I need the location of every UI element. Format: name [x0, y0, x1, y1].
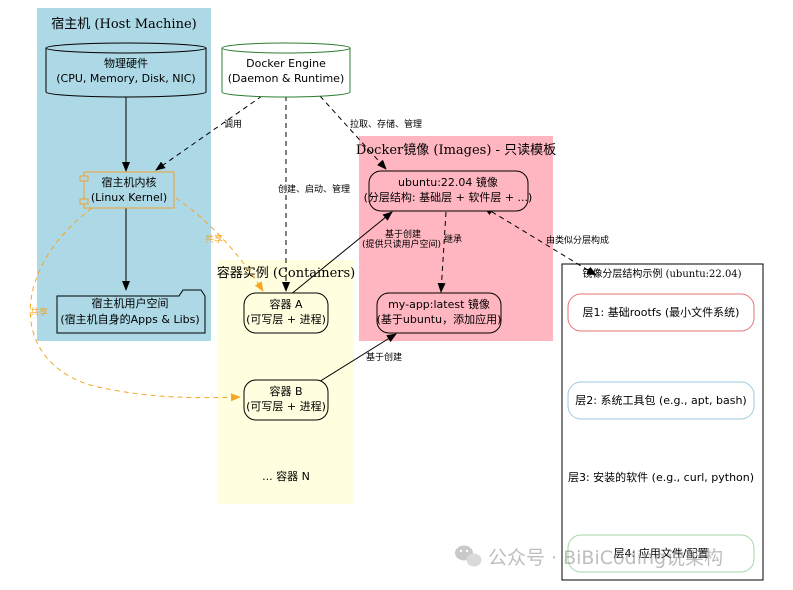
images-cluster-title: Docker镜像 (Images) - 只读模板 [356, 143, 556, 158]
edge-label-call: 调用 [224, 119, 242, 130]
docker-engine-node: Docker Engine (Daemon & Runtime) [221, 42, 351, 98]
edge-containerb-myapp [313, 333, 397, 386]
kernel-label: 宿主机内核 [102, 175, 157, 189]
edge-label-based-create: 基于创建 [385, 228, 421, 240]
container-n-label: ... 容器 N [262, 469, 310, 483]
container-b-detail: (可写层 + 进程) [246, 400, 326, 413]
edge-label-based-create-sub: (提供只读用户空间) [362, 238, 441, 250]
layer-2-node: 层2: 系统工具包 (e.g., apt, bash) [567, 381, 755, 420]
ubuntu-image-detail: (分层结构: 基础层 + 软件层 + ...) [364, 190, 533, 204]
layer-4-node: 层4: 应用文件/配置 [567, 534, 755, 573]
container-a-label: 容器 A [269, 297, 302, 311]
docker-engine-label: Docker Engine [246, 57, 326, 70]
myapp-image-label: my-app:latest 镜像 [388, 297, 490, 311]
edge-label-share-2: 共享 [30, 306, 48, 318]
container-a-node: 容器 A (可写层 + 进程) [243, 292, 329, 334]
layers-cluster-title: 镜像分层结构示例 (ubuntu:22.04) [582, 267, 741, 280]
hardware-label: 物理硬件 [104, 56, 148, 70]
layer-3-label: 层3: 安装的软件 (e.g., curl, python) [568, 470, 754, 484]
edge-ubuntu-layers [483, 206, 597, 276]
hardware-node: 物理硬件 (CPU, Memory, Disk, NIC) [45, 42, 207, 98]
userspace-detail: (宿主机自身的Apps & Libs) [60, 312, 199, 326]
layer-1-node: 层1: 基础rootfs (最小文件系统) [567, 293, 755, 332]
container-b-label: 容器 B [269, 384, 302, 398]
edge-label-layered: 由类似分层构成 [546, 234, 609, 246]
watermark: 公众号 · BiBiCoding说架构 [455, 545, 723, 569]
host-cluster-title: 宿主机 (Host Machine) [51, 16, 196, 32]
wechat-icon [455, 545, 482, 567]
layer-2-label: 层2: 系统工具包 (e.g., apt, bash) [575, 394, 746, 407]
watermark-text: 公众号 · BiBiCoding说架构 [488, 547, 723, 569]
edge-ubuntu-myapp [437, 211, 447, 293]
edge-label-inherit: 继承 [444, 233, 462, 245]
myapp-image-node: my-app:latest 镜像 (基于ubuntu，添加应用) [376, 292, 502, 334]
edge-engine-ubuntu [319, 95, 387, 170]
ubuntu-image-label: ubuntu:22.04 镜像 [398, 175, 498, 189]
container-a-detail: (可写层 + 进程) [246, 313, 326, 326]
edge-label-based-create-b: 基于创建 [366, 351, 402, 363]
hardware-detail: (CPU, Memory, Disk, NIC) [56, 72, 195, 85]
edge-containera-ubuntu [289, 211, 393, 296]
layer-3-node: 层3: 安装的软件 (e.g., curl, python) [568, 470, 754, 484]
myapp-image-detail: (基于ubuntu，添加应用) [377, 312, 502, 326]
layer-4-label: 层4: 应用文件/配置 [614, 546, 709, 560]
kernel-node: 宿主机内核 (Linux Kernel) [79, 171, 175, 209]
edge-engine-kernel [155, 95, 263, 171]
userspace-label: 宿主机用户空间 [92, 296, 169, 310]
docker-engine-detail: (Daemon & Runtime) [228, 72, 345, 85]
kernel-detail: (Linux Kernel) [91, 191, 167, 204]
edge-label-pull: 拉取、存储、管理 [350, 118, 422, 130]
containers-cluster-title: 容器实例 (Containers) [217, 265, 356, 281]
userspace-node: 宿主机用户空间 (宿主机自身的Apps & Libs) [56, 289, 206, 334]
edge-label-share-1: 共享 [205, 233, 223, 245]
ubuntu-image-node: ubuntu:22.04 镜像 (分层结构: 基础层 + 软件层 + ...) [364, 170, 533, 212]
edge-kernel-container-b [29, 207, 241, 402]
edge-label-create-start: 创建、启动、管理 [278, 183, 350, 195]
container-b-node: 容器 B (可写层 + 进程) [243, 379, 329, 421]
layer-1-label: 层1: 基础rootfs (最小文件系统) [583, 305, 740, 319]
